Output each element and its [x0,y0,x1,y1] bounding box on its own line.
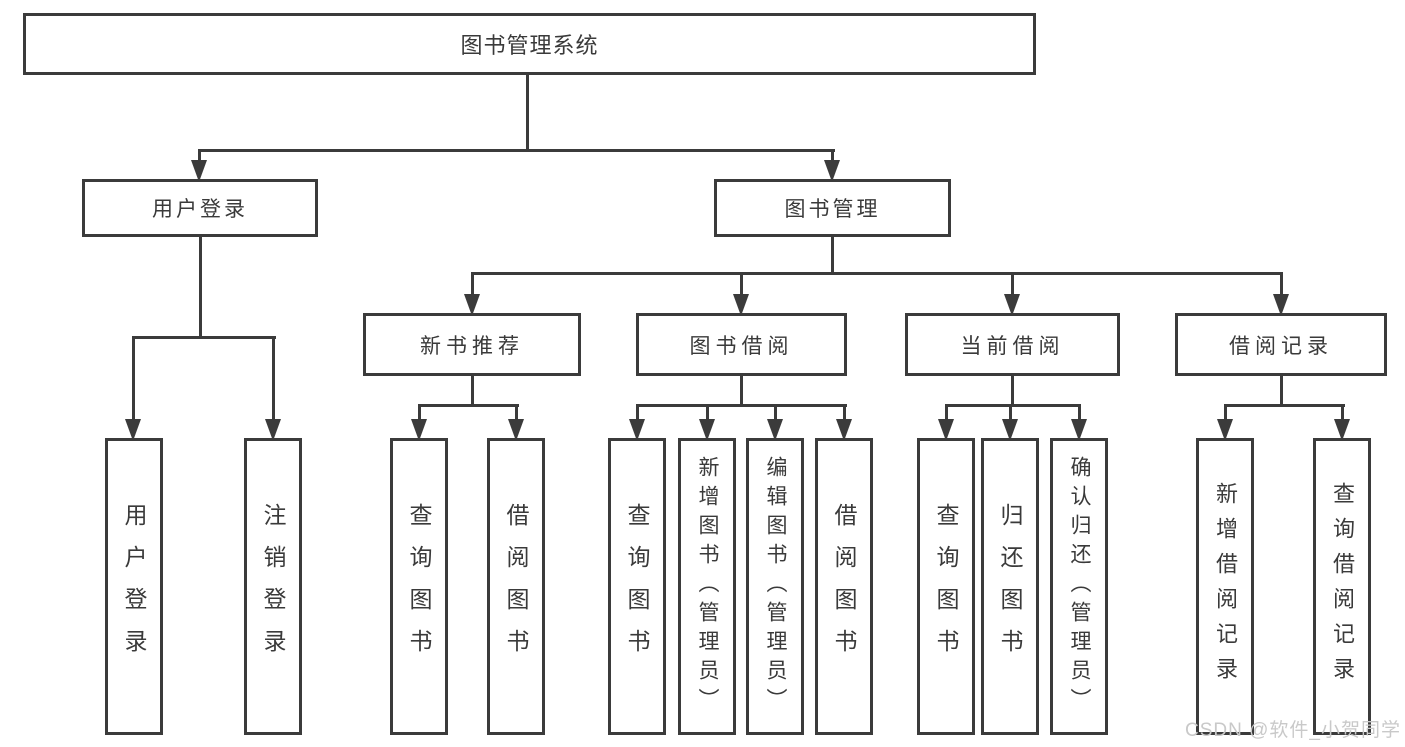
connector-line [830,150,834,162]
node-label: 用户登录 [152,198,248,221]
node-label: 图书管理 [784,198,881,221]
arrowhead-icon [733,294,749,316]
connector-line [514,405,518,421]
arrowhead-icon [767,419,783,441]
leaf-query-borrow-record: 查询借阅记录 [1313,438,1371,735]
connector-line [1223,405,1227,421]
node-label: 借阅记录 [1229,334,1333,358]
leaf-label: 查询图书 [933,502,959,671]
leaf-borrow-books: 借阅图书 [815,438,873,735]
connector-line [197,148,835,152]
connector-line [635,405,639,421]
node-label: 图书管理系统 [460,33,599,58]
leaf-label: 借阅图书 [503,502,529,671]
node-label: 新书推荐 [420,334,524,358]
arrowhead-icon [836,419,852,441]
leaf-user-login: 用户登录 [105,438,163,735]
leaf-label: 借阅图书 [831,502,857,671]
node-borrowing-records: 借阅记录 [1175,313,1387,376]
arrowhead-icon [1334,419,1350,441]
arrowhead-icon [411,419,427,441]
connector-line [271,337,275,421]
arrowhead-icon [1004,294,1020,316]
connector-line [197,150,201,162]
connector-line [525,75,529,152]
arrowhead-icon [1071,419,1087,441]
watermark-text: CSDN @软件_小贺同学 [1185,720,1401,741]
node-new-book-recommend: 新书推荐 [363,313,581,376]
connector-line [1008,405,1012,421]
connector-line [1340,405,1344,421]
node-label: 当前借阅 [960,334,1065,358]
connector-line [944,403,1081,407]
arrowhead-icon [508,419,524,441]
leaf-add-books-admin: 新增图书（管理员） [678,438,736,735]
leaf-confirm-return-admin: 确认归还（管理员） [1050,438,1108,735]
node-label: 图书借阅 [689,334,794,358]
node-user-login: 用户登录 [82,179,318,237]
connector-line [1010,376,1014,407]
leaf-add-borrow-record: 新增借阅记录 [1196,438,1254,735]
connector-line [1010,273,1014,297]
leaf-logout-login: 注销登录 [244,438,302,735]
arrowhead-icon [824,160,840,182]
node-book-borrowing: 图书借阅 [636,313,847,376]
connector-line [1223,403,1345,407]
leaf-label: 查询图书 [624,502,650,671]
leaf-label: 归还图书 [997,502,1023,671]
leaf-label: 编辑图书（管理员） [764,456,787,717]
arrowhead-icon [699,419,715,441]
arrowhead-icon [191,160,207,182]
connector-line [739,376,743,407]
connector-line [131,335,276,339]
connector-line [830,237,834,275]
leaf-label: 用户登录 [121,502,147,671]
connector-line [198,237,202,339]
connector-line [1077,405,1081,421]
leaf-label: 查询图书 [406,502,432,671]
connector-line [1279,376,1283,407]
node-current-borrowing: 当前借阅 [905,313,1120,376]
connector-line [131,337,135,421]
connector-line [470,273,474,297]
connector-line [635,403,847,407]
connector-line [470,271,1283,275]
leaf-label: 新增借阅记录 [1213,481,1238,692]
arrowhead-icon [629,419,645,441]
leaf-newbooks-query-books: 查询图书 [390,438,448,735]
arrowhead-icon [1273,294,1289,316]
node-book-management: 图书管理 [714,179,951,237]
leaf-label: 确认归还（管理员） [1068,456,1091,717]
connector-line [1279,273,1283,297]
leaf-label: 注销登录 [260,502,286,671]
connector-line [417,405,421,421]
connector-line [842,405,846,421]
arrowhead-icon [1002,419,1018,441]
arrowhead-icon [938,419,954,441]
arrowhead-icon [464,294,480,316]
leaf-edit-books-admin: 编辑图书（管理员） [746,438,804,735]
leaf-borrowing-query-books: 查询图书 [608,438,666,735]
leaf-current-query-books: 查询图书 [917,438,975,735]
arrowhead-icon [125,419,141,441]
connector-line [470,376,474,407]
connector-line [739,273,743,297]
leaf-label: 查询借阅记录 [1330,481,1355,692]
leaf-return-books: 归还图书 [981,438,1039,735]
node-library-management-system: 图书管理系统 [23,13,1036,75]
connector-line [773,405,777,421]
arrowhead-icon [265,419,281,441]
leaf-label: 新增图书（管理员） [696,456,719,717]
arrowhead-icon [1217,419,1233,441]
connector-line [417,403,519,407]
connector-line [944,405,948,421]
connector-line [705,405,709,421]
leaf-newbooks-borrow-books: 借阅图书 [487,438,545,735]
